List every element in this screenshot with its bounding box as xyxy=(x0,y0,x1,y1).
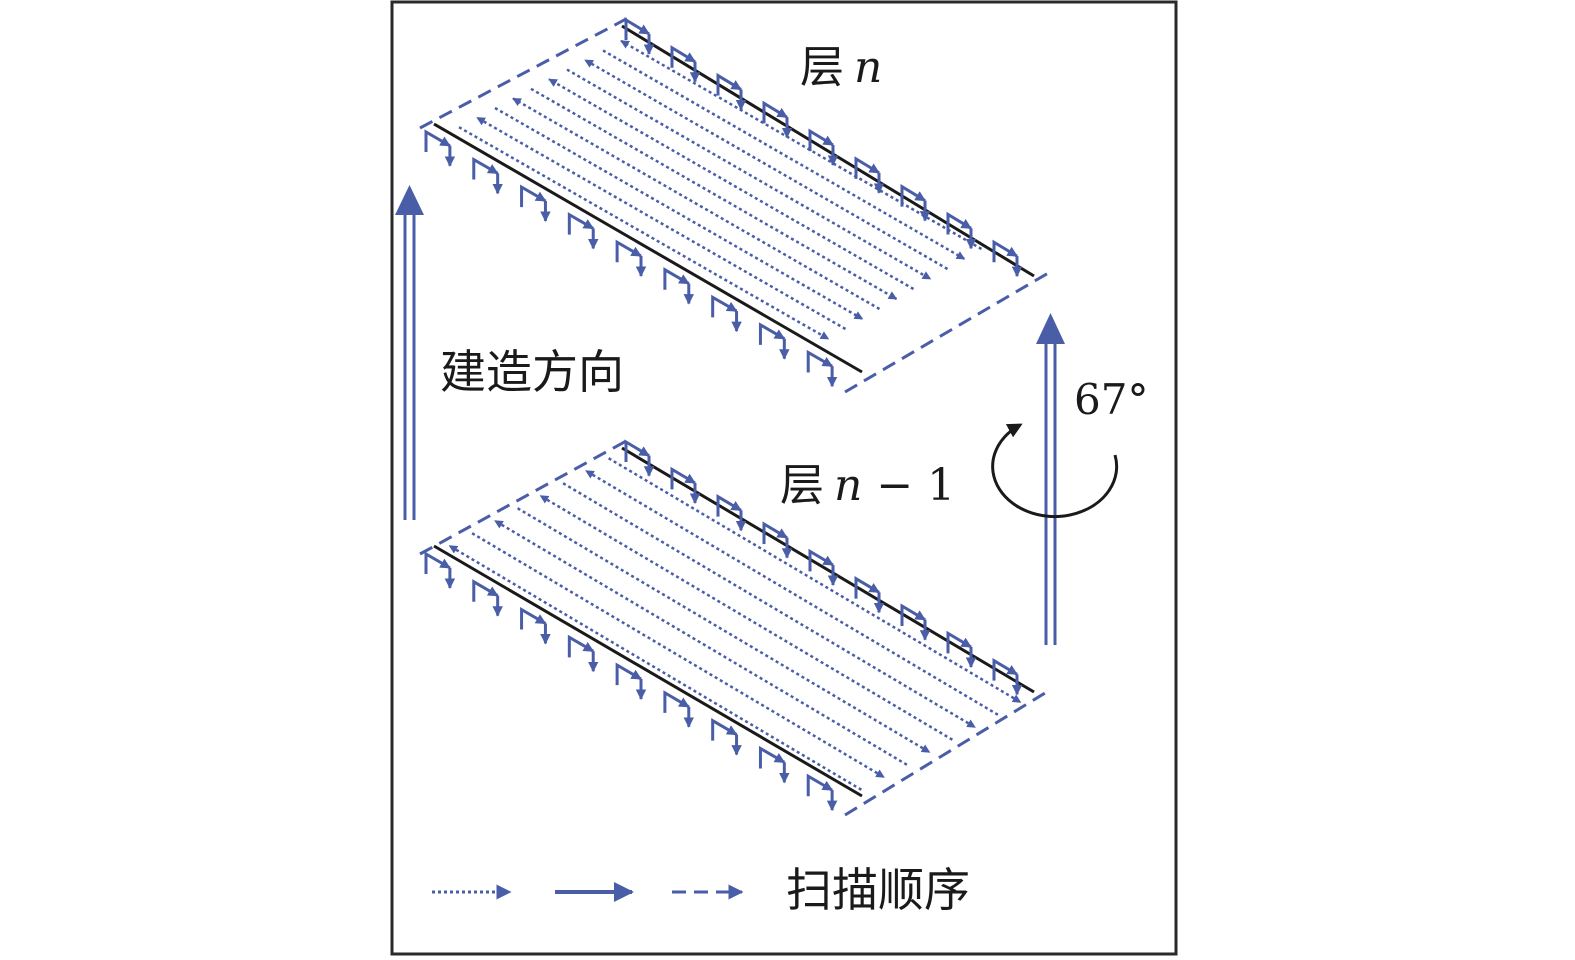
contour-arrow xyxy=(758,322,786,345)
contour-arrow xyxy=(624,17,650,40)
contour-arrow xyxy=(854,156,880,179)
hatch-line xyxy=(458,126,830,341)
contour-arrow xyxy=(946,630,972,654)
layer-n1-border-top xyxy=(621,446,1035,694)
rotation-axis-arrow xyxy=(1036,313,1065,645)
hatch-line xyxy=(476,116,847,331)
layer-n-border-top xyxy=(621,24,1035,278)
contour-arrow xyxy=(615,662,642,686)
contour-arrow xyxy=(424,551,451,574)
contour-arrow xyxy=(716,72,742,96)
layer-n1-dotted-hatch xyxy=(448,457,1022,791)
contour-arrow xyxy=(663,690,690,713)
hatch-line xyxy=(448,544,863,791)
rotation-arc-icon xyxy=(991,423,1119,518)
hatch-line xyxy=(471,532,885,779)
layer-n-contour-arrows xyxy=(424,17,1023,388)
contour-arrow xyxy=(762,521,788,544)
legend: 扫描顺序 xyxy=(432,863,970,917)
hatch-line xyxy=(602,49,966,261)
contour-arrow xyxy=(663,267,690,290)
contour-arrow xyxy=(711,294,738,318)
hatch-line xyxy=(584,58,949,271)
contour-arrow xyxy=(806,349,834,373)
contour-arrow xyxy=(758,745,786,769)
hatch-line xyxy=(566,68,932,281)
contour-arrow xyxy=(472,579,499,602)
contour-arrow xyxy=(716,494,742,517)
layer-n-dotted-hatch xyxy=(458,39,983,341)
contour-arrow xyxy=(946,211,972,235)
contour-arrow xyxy=(762,100,788,124)
contour-arrow xyxy=(854,576,880,599)
hatch-line xyxy=(562,482,976,729)
hatch-line xyxy=(516,507,931,754)
build-direction-arrow xyxy=(395,185,424,520)
contour-arrow xyxy=(808,548,834,572)
hatch-line xyxy=(494,519,908,766)
contour-arrow xyxy=(472,156,499,180)
contour-arrow xyxy=(900,184,926,207)
contour-arrow xyxy=(808,128,834,152)
contour-arrow xyxy=(520,184,547,208)
legend-label: 扫描顺序 xyxy=(786,863,970,917)
contour-arrow xyxy=(670,466,696,490)
hatch-line xyxy=(512,97,881,311)
build-direction-label: 建造方向 xyxy=(440,345,624,399)
rotation-angle-label: 67° xyxy=(1074,375,1148,424)
contour-arrow xyxy=(615,239,642,263)
contour-arrow xyxy=(670,45,696,68)
figure-frame xyxy=(390,0,1178,956)
contour-arrow xyxy=(992,658,1018,681)
hatch-line xyxy=(494,106,864,321)
layer-n-minus-1 xyxy=(419,438,1051,817)
contour-arrow xyxy=(711,718,738,741)
contour-arrow xyxy=(567,212,595,235)
hatch-line xyxy=(548,78,915,291)
hatch-line xyxy=(530,87,898,301)
contour-arrow xyxy=(806,773,834,797)
layer-n xyxy=(419,16,1051,394)
layer-n-dashed-edges xyxy=(419,16,1051,394)
layer-n1-contour-arrows xyxy=(424,439,1023,812)
layer-n1-border-bottom xyxy=(433,544,863,798)
layer-n-border-bottom xyxy=(433,122,863,374)
hatch-line xyxy=(607,457,1022,704)
hatch-line xyxy=(585,469,999,716)
contour-arrow xyxy=(992,239,1018,263)
contour-arrow xyxy=(900,603,926,626)
layer-n1-dashed-edges xyxy=(419,438,1051,817)
contour-arrow xyxy=(624,439,650,462)
contour-arrow xyxy=(520,606,547,630)
hatch-line xyxy=(539,494,954,741)
contour-arrow xyxy=(424,129,451,152)
contour-arrow xyxy=(567,634,595,658)
